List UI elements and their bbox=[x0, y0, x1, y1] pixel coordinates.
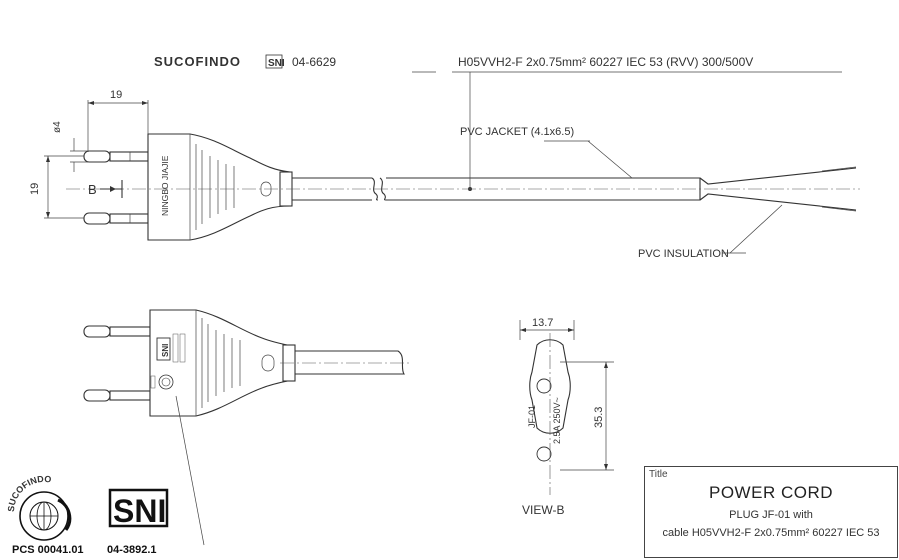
side-pin-upper bbox=[83, 325, 151, 338]
side-plug-assembly: SNI bbox=[83, 309, 410, 546]
view-b-drawing: JF-01 2.5A 250V~ 13.7 35.3 VIEW-B bbox=[519, 317, 614, 517]
section-marker-b: B bbox=[88, 180, 123, 198]
jacket-callout: PVC JACKET (4.1x6.5) bbox=[460, 72, 633, 189]
side-pin-lower bbox=[83, 389, 151, 402]
side-plug-body bbox=[149, 309, 293, 417]
view-b-dim-height: 35.3 bbox=[593, 407, 605, 428]
header-brand: SUCOFINDO bbox=[154, 54, 241, 69]
view-b-pin-hole-upper bbox=[536, 378, 552, 394]
svg-text:SNI: SNI bbox=[268, 58, 285, 69]
dim-pin-spacing: 19 bbox=[29, 155, 84, 219]
header-sni-mark: SNI bbox=[265, 54, 285, 69]
title-block-sub2: cable H05VVH2-F 2x0.75mm² 60227 IEC 53 bbox=[662, 527, 880, 539]
sucofindo-logo: SUCOFINDO bbox=[6, 474, 72, 541]
view-b-pin-hole-lower bbox=[536, 446, 552, 462]
svg-text:SNI: SNI bbox=[113, 493, 166, 529]
title-block-label: Title bbox=[649, 469, 668, 480]
title-block: Title POWER CORD PLUG JF-01 with cable H… bbox=[644, 466, 898, 558]
top-pin-lower bbox=[83, 212, 149, 225]
top-plug-assembly: NINGBO JIAJIE bbox=[66, 133, 860, 241]
title-block-main: POWER CORD bbox=[709, 483, 833, 502]
svg-text:19: 19 bbox=[29, 183, 41, 195]
side-cert-seal bbox=[150, 374, 174, 390]
view-b-rating: 2.5A 250V~ bbox=[552, 397, 562, 444]
view-b-model: JF-01 bbox=[527, 405, 537, 428]
dim-pin-diameter: ø4 bbox=[52, 121, 88, 172]
jacket-label: PVC JACKET (4.1x6.5) bbox=[460, 126, 574, 138]
insulation-label: PVC INSULATION bbox=[638, 248, 729, 260]
svg-text:SNI: SNI bbox=[161, 344, 170, 357]
sucofindo-caption: PCS 00041.01 bbox=[12, 544, 84, 556]
view-b-dim-width: 13.7 bbox=[532, 317, 553, 329]
sni-big-logo: SNI bbox=[108, 488, 169, 529]
insulation-callout: PVC INSULATION bbox=[638, 204, 783, 260]
side-sni-stamp: SNI bbox=[156, 333, 186, 363]
view-b-caption: VIEW-B bbox=[522, 503, 564, 517]
sni-caption: 04-3892.1 bbox=[107, 544, 157, 556]
top-wire-upper bbox=[699, 167, 857, 185]
header-cable-spec: H05VVH2-F 2x0.75mm² 60227 IEC 53 (RVV) 3… bbox=[458, 55, 753, 69]
svg-text:ø4: ø4 bbox=[52, 121, 63, 133]
side-leader-line bbox=[175, 395, 205, 546]
top-cable-jacket bbox=[386, 177, 701, 201]
svg-text:SUCOFINDO: SUCOFINDO bbox=[6, 474, 52, 512]
title-block-sub1: PLUG JF-01 with bbox=[729, 509, 813, 521]
header-cert-number: 04-6629 bbox=[292, 55, 336, 69]
top-pin-upper bbox=[83, 150, 149, 163]
top-wire-lower bbox=[699, 193, 857, 211]
svg-text:B: B bbox=[88, 182, 97, 197]
dim-top-width: 19 bbox=[87, 89, 149, 152]
svg-text:19: 19 bbox=[110, 89, 122, 101]
top-maker-text: NINGBO JIAJIE bbox=[160, 155, 170, 216]
